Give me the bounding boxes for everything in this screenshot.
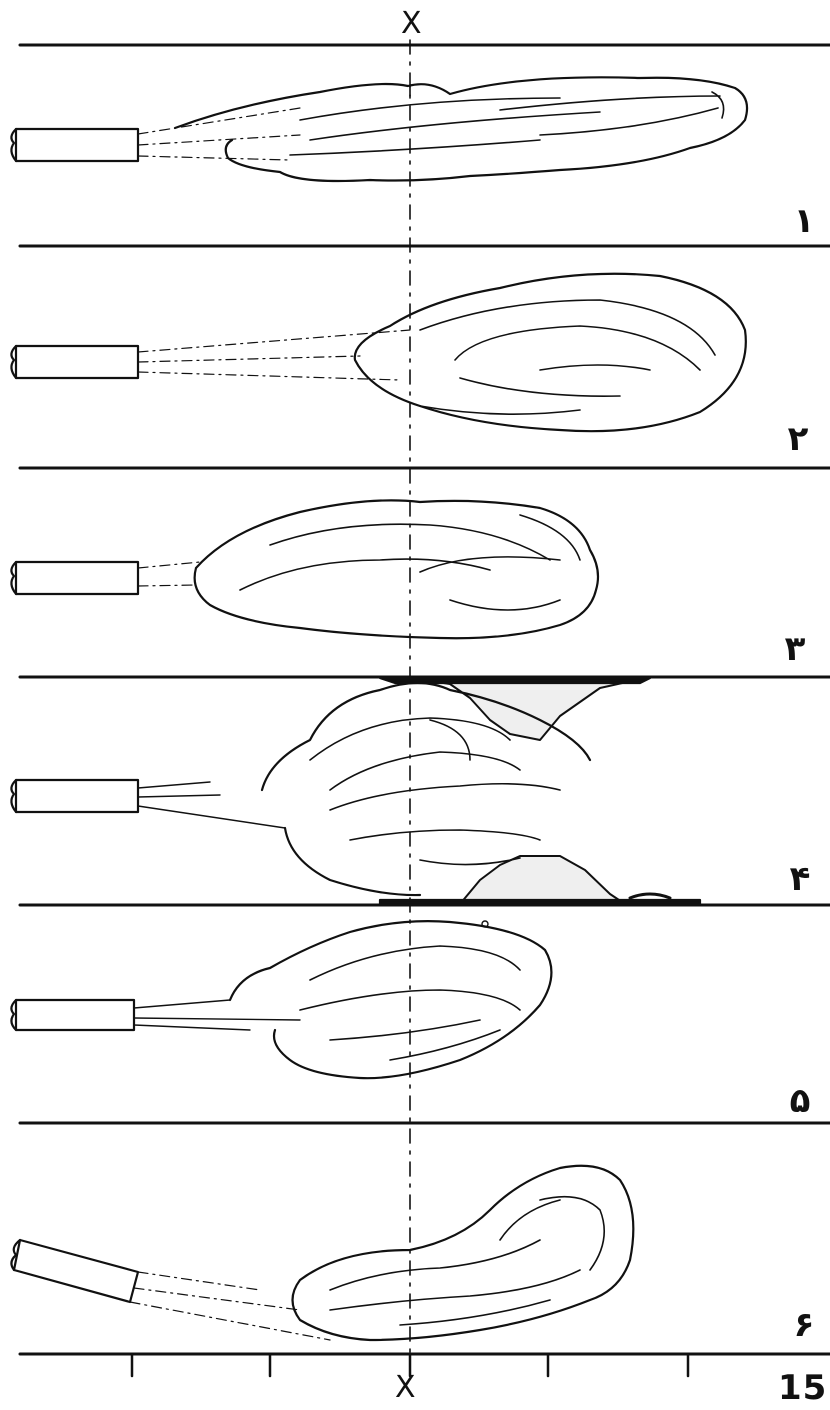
panel-1-flame xyxy=(175,77,747,181)
panel-5-jet-lines xyxy=(134,1000,300,1030)
panel-1-jet-lines xyxy=(138,108,300,160)
panel-4-bottom-deposit xyxy=(380,856,700,905)
panel-1-nozzle xyxy=(11,129,138,161)
bottom-x-axis-label: X xyxy=(395,1370,416,1405)
panel-4-nozzle xyxy=(11,780,138,812)
panel-4-number: ۴ xyxy=(790,859,811,899)
panel-3-jet-lines xyxy=(138,562,200,586)
panel-1-number: ۱ xyxy=(794,201,815,241)
panel-3-nozzle xyxy=(11,562,138,594)
panel-6-jet-lines xyxy=(130,1272,330,1340)
panel-5-number: ۵ xyxy=(790,1081,811,1121)
panel-2-nozzle xyxy=(11,346,138,378)
figure-number: 15 xyxy=(778,1368,827,1408)
panel-3-flame xyxy=(195,500,598,638)
panel-6-nozzle xyxy=(11,1240,138,1302)
top-x-axis-label: X xyxy=(401,6,422,41)
panel-5-flame xyxy=(230,921,551,1078)
panel-3-number: ۳ xyxy=(785,629,806,669)
panel-6-flame xyxy=(293,1166,634,1340)
panel-2-flame xyxy=(355,274,746,431)
panel-2-number: ۲ xyxy=(788,419,809,459)
panel-separator-lines xyxy=(20,45,830,1354)
panel-6-number: ۶ xyxy=(794,1305,815,1345)
panel-5-nozzle xyxy=(11,1000,134,1030)
